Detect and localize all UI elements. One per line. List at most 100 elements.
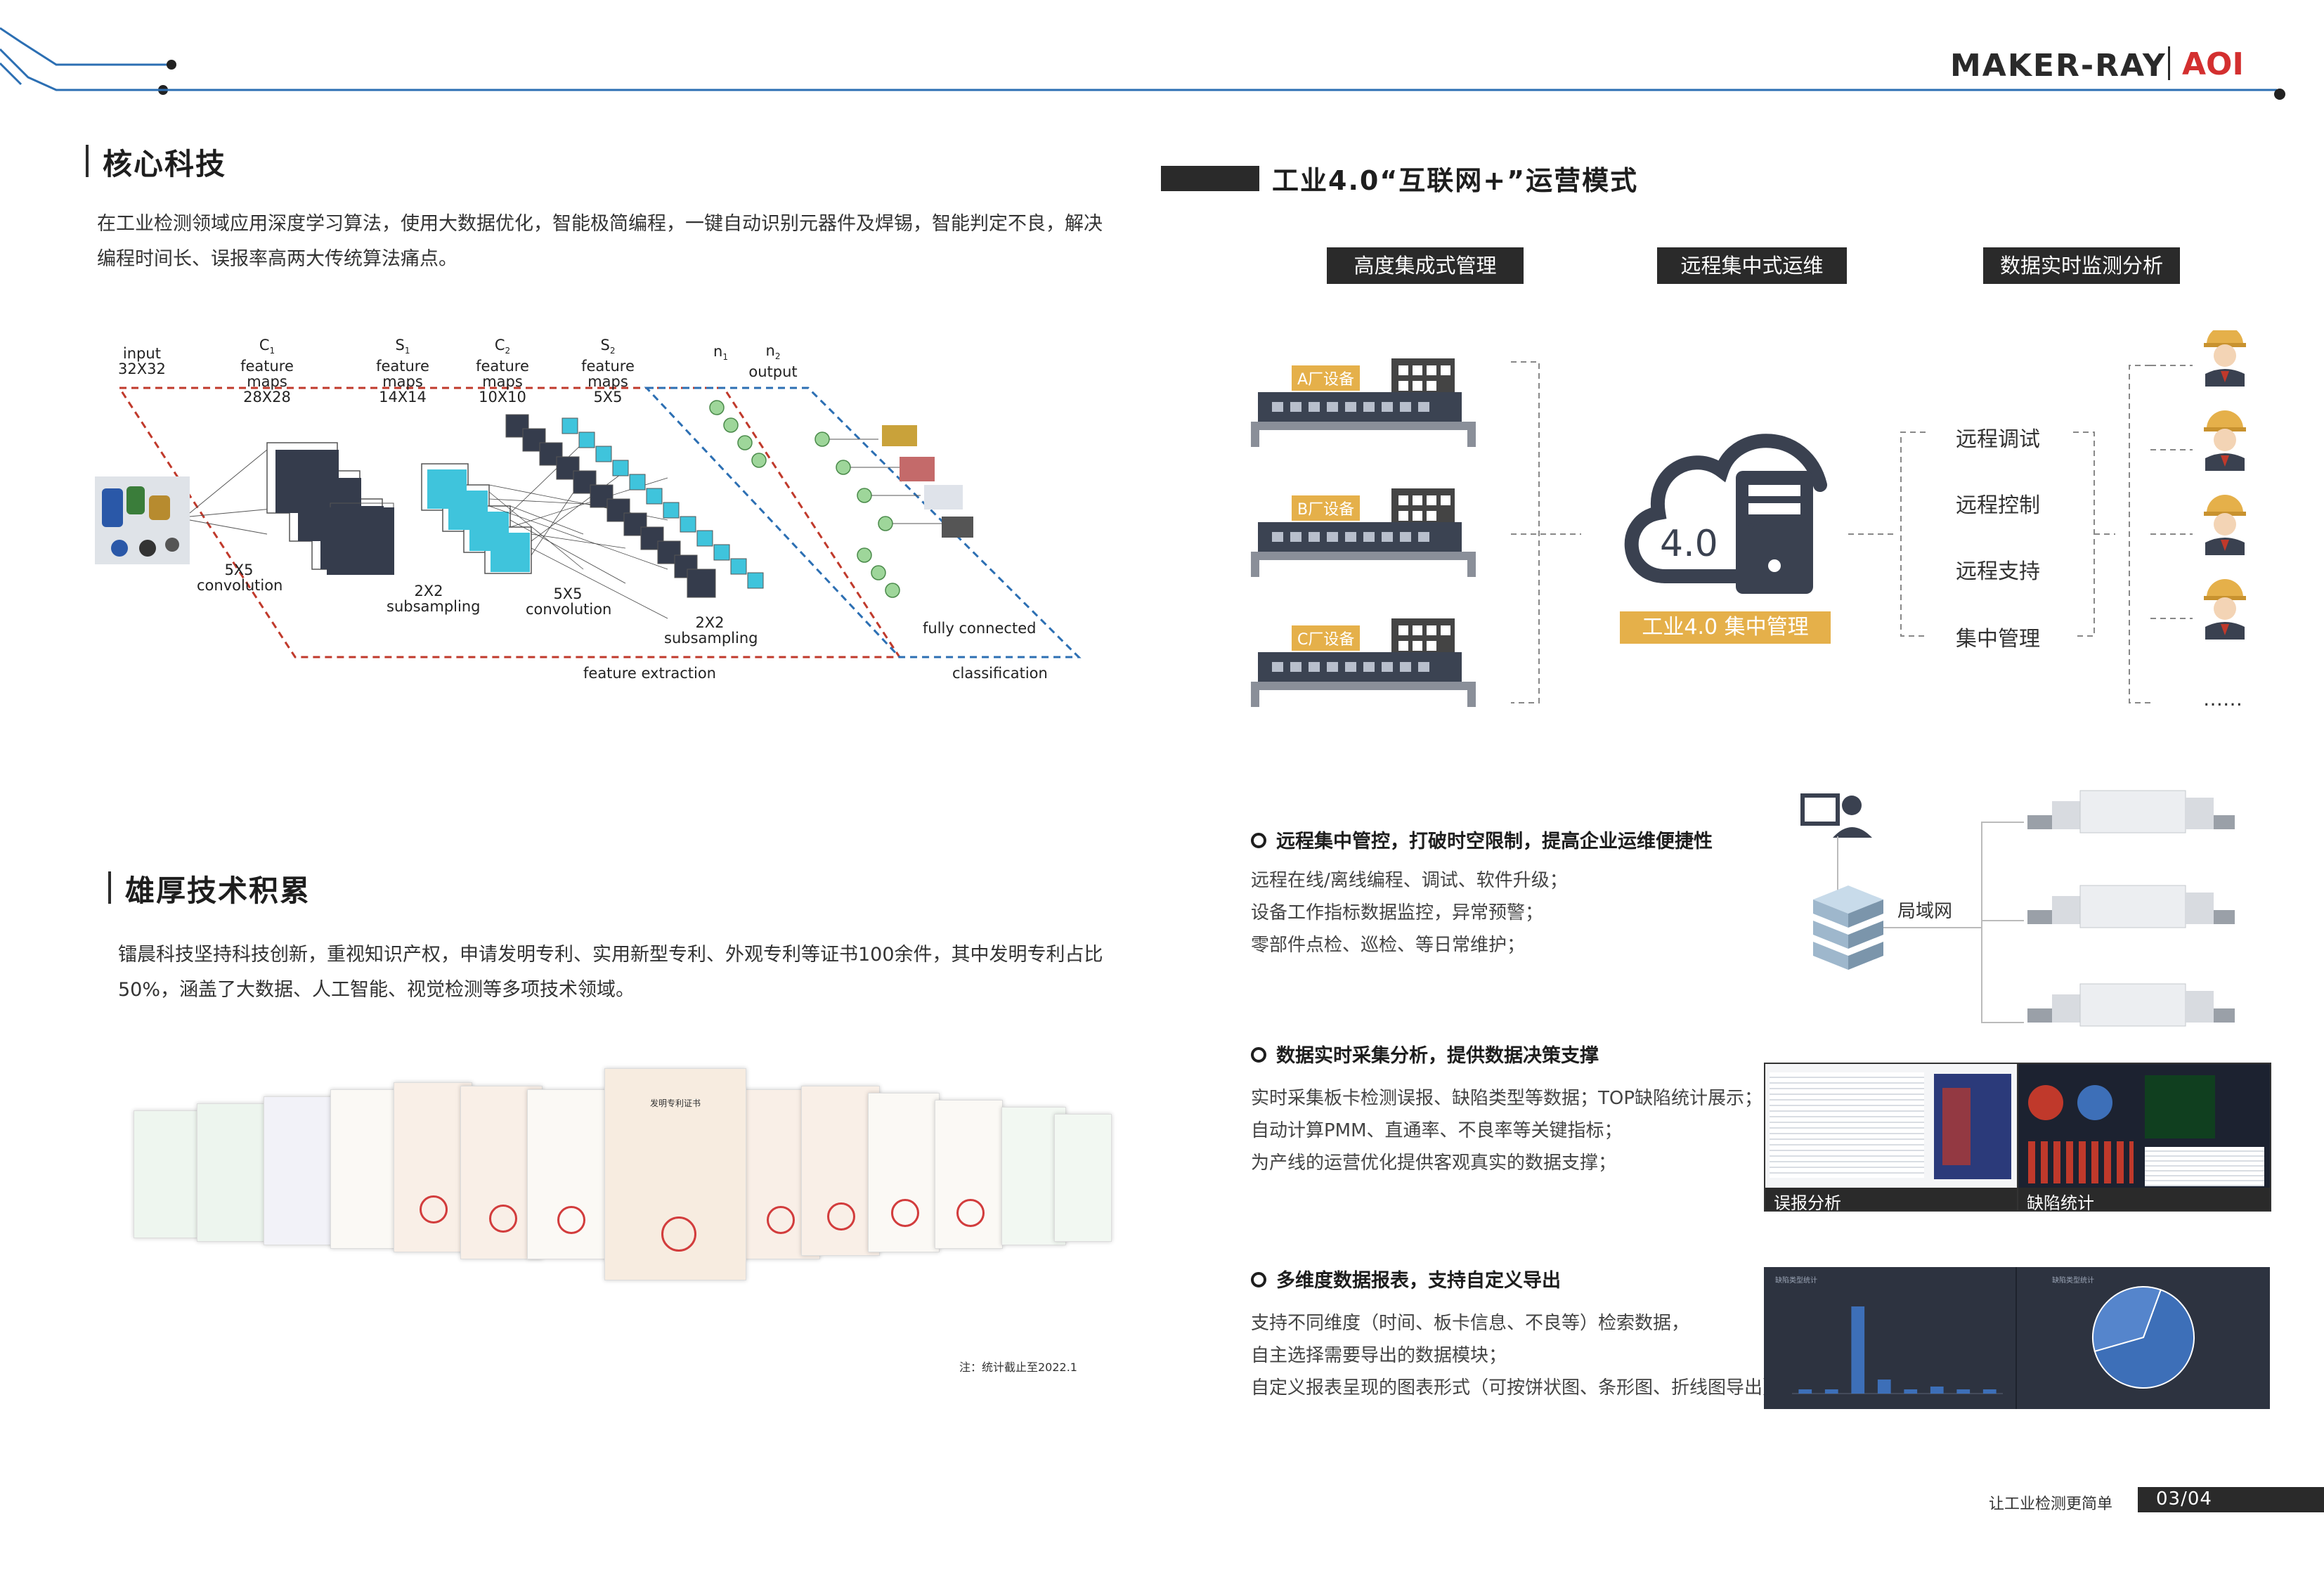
cnn-c1-sub: 1	[269, 346, 275, 356]
feature-3-body: 支持不同维度（时间、板卡信息、不良等）检索数据， 自主选择需要导出的数据模块； …	[1251, 1307, 1781, 1404]
brand-logo: MAKER-RAY	[1950, 48, 2167, 84]
certificate-note: 注：统计截止至2022.1	[959, 1361, 1077, 1374]
services-bracket	[1848, 431, 2115, 637]
feature-3-line: 自定义报表呈现的图表形式（可按饼状图、条形图、折线图导出）	[1251, 1377, 1781, 1398]
section-title-industry40: 工业4.0“互联网+”运营模式	[1272, 165, 1639, 196]
feature-2-title-text: 数据实时采集分析，提供数据决策支撑	[1276, 1045, 1599, 1067]
report-chart-panel: 缺陷类型统计 缺陷类型统计	[1764, 1267, 2270, 1409]
certificate-image	[868, 1093, 940, 1252]
footer-page-box	[2138, 1487, 2324, 1512]
header-circuit-lines	[0, 27, 2285, 100]
cnn-conv1-kernel: 5X5	[224, 562, 254, 578]
section-title-core-tech: 核心科技	[103, 147, 227, 181]
cnn-conv1-op: convolution	[197, 577, 283, 594]
factory-a-label: A厂设备	[1292, 365, 1361, 391]
section-marker	[108, 871, 111, 904]
lan-label: 局域网	[1897, 901, 1953, 922]
bullet-icon	[1251, 833, 1266, 848]
cnn-s1-size: 14X14	[379, 389, 427, 406]
certificate-image	[801, 1086, 880, 1256]
bar-chart-bar	[1982, 1389, 1997, 1394]
screen-label-false-alarm: 误报分析	[1774, 1193, 1841, 1213]
cnn-n2-letter: n	[765, 342, 775, 359]
cnn-n1-letter: n	[713, 343, 723, 360]
cloud-version-text: 4.0	[1660, 523, 1718, 565]
cnn-diagram: input 32X32 C1 feature maps 28X28 S1 fea…	[91, 337, 1089, 689]
report-divider	[2015, 1267, 2017, 1409]
dashboard-screenshot-left: 误报分析	[1764, 1063, 2020, 1213]
bar-chart-bar	[1851, 1306, 1865, 1394]
feature-1-body: 远程在线/离线编程、调试、软件升级； 设备工作指标数据监控，异常预警； 零部件点…	[1251, 864, 1568, 961]
cnn-c2-sub: 2	[505, 346, 511, 356]
dashboard-screenshot-right: 缺陷统计	[2017, 1063, 2271, 1213]
factory-b-label: B厂设备	[1292, 495, 1361, 521]
cnn-c1-size: 28X28	[243, 389, 291, 406]
service-remote-control: 远程控制	[1956, 493, 2040, 518]
cnn-s1-letter: S	[395, 337, 405, 353]
cnn-sub1-size: 2X2	[414, 583, 443, 599]
lan-diagram	[1800, 790, 2235, 1027]
report-pie-chart-title: 缺陷类型统计	[2052, 1277, 2094, 1285]
cnn-c2-label: feature maps	[476, 358, 529, 391]
bullet-icon	[1251, 1272, 1266, 1287]
cnn-conv2-op: convolution	[526, 601, 612, 618]
core-tech-paragraph-line2: 编程时间长、误报率高两大传统算法痛点。	[97, 248, 457, 270]
feature-3-title: 多维度数据报表，支持自定义导出	[1251, 1265, 1561, 1292]
engineers-graphics	[2129, 330, 2247, 703]
certificate-image	[935, 1100, 1003, 1249]
bar-chart-bar	[1877, 1380, 1891, 1394]
brand-name: MAKER-RAY	[1950, 48, 2167, 84]
feature-2-body: 实时采集板卡检测误报、缺陷类型等数据；TOP缺陷统计展示； 自动计算PMM、直通…	[1251, 1082, 1763, 1179]
cnn-c1-label: feature maps	[240, 358, 294, 391]
pie-chart-slice	[2093, 1289, 2195, 1389]
bar-chart-bar	[1824, 1389, 1838, 1394]
tag-realtime-analysis: 数据实时监测分析	[1983, 247, 2180, 284]
feature-3-line: 自主选择需要导出的数据模块；	[1251, 1345, 1507, 1366]
cnn-s2-size: 5X5	[593, 389, 623, 406]
certificate-image	[134, 1110, 198, 1238]
service-remote-support: 远程支持	[1956, 559, 2040, 584]
pie-chart-slice	[2092, 1286, 2162, 1353]
certificate-image	[330, 1089, 405, 1249]
bullet-icon	[1251, 1047, 1266, 1063]
certificate-image	[264, 1096, 335, 1245]
engineers-more: ……	[2203, 687, 2242, 710]
feature-1-title-text: 远程集中管控，打破时空限制，提高企业运维便捷性	[1276, 831, 1713, 852]
cnn-classification-label: classification	[952, 665, 1048, 682]
cloud-caption: 工业4.0 集中管理	[1620, 611, 1831, 644]
cnn-s1-label: feature maps	[376, 358, 429, 391]
cnn-sub2-op: subsampling	[664, 630, 758, 647]
screen-label-defect-stats: 缺陷统计	[2027, 1193, 2094, 1213]
certificate-image	[394, 1082, 472, 1252]
cnn-s1-sub: 1	[404, 346, 410, 356]
brand-product: AOI	[2182, 46, 2244, 82]
bar-chart-bar	[1904, 1389, 1918, 1394]
certificate-gallery: 发明专利证书 注：统计截止至2022.1	[126, 1054, 1112, 1448]
certificate-image	[1054, 1114, 1112, 1242]
feature-2-title: 数据实时采集分析，提供数据决策支撑	[1251, 1040, 1599, 1067]
certificate-center: 发明专利证书	[604, 1068, 746, 1280]
report-bar-chart-title: 缺陷类型统计	[1775, 1277, 1817, 1285]
cnn-c2-size: 10X10	[479, 389, 526, 406]
factory-graphics	[1251, 358, 1581, 707]
tech-paragraph-line2: 50%，涵盖了大数据、人工智能、视觉检测等多项技术领域。	[118, 979, 635, 1001]
cnn-s2-letter: S	[600, 337, 610, 353]
tag-integrated-management: 高度集成式管理	[1327, 247, 1524, 284]
tag-remote-operation: 远程集中式运维	[1657, 247, 1847, 284]
cnn-input-size: 32X32	[118, 361, 166, 377]
core-tech-paragraph-line1: 在工业检测领域应用深度学习算法，使用大数据优化，智能极简编程，一键自动识别元器件…	[97, 213, 1103, 235]
bar-chart-bar	[1956, 1389, 1971, 1394]
footer-page-number: 03/04	[2156, 1488, 2212, 1510]
feature-1-line: 零部件点检、巡检、等日常维护；	[1251, 935, 1526, 956]
bar-chart-bar	[1930, 1387, 1944, 1394]
cnn-fully-connected-label: fully connected	[923, 620, 1037, 637]
cnn-c2-letter: C	[494, 337, 505, 353]
service-central-management: 集中管理	[1956, 627, 2040, 651]
cnn-n2-sub: 2	[774, 351, 781, 362]
feature-1-title: 远程集中管控，打破时空限制，提高企业运维便捷性	[1251, 826, 1713, 853]
feature-3-line: 支持不同维度（时间、板卡信息、不良等）检索数据，	[1251, 1313, 1690, 1334]
cnn-diagram-graphics	[95, 387, 1082, 658]
cnn-feature-extraction-label: feature extraction	[583, 665, 716, 682]
section-title-tech-accumulation: 雄厚技术积累	[125, 874, 311, 908]
feature-1-line: 远程在线/离线编程、调试、软件升级；	[1251, 870, 1568, 891]
